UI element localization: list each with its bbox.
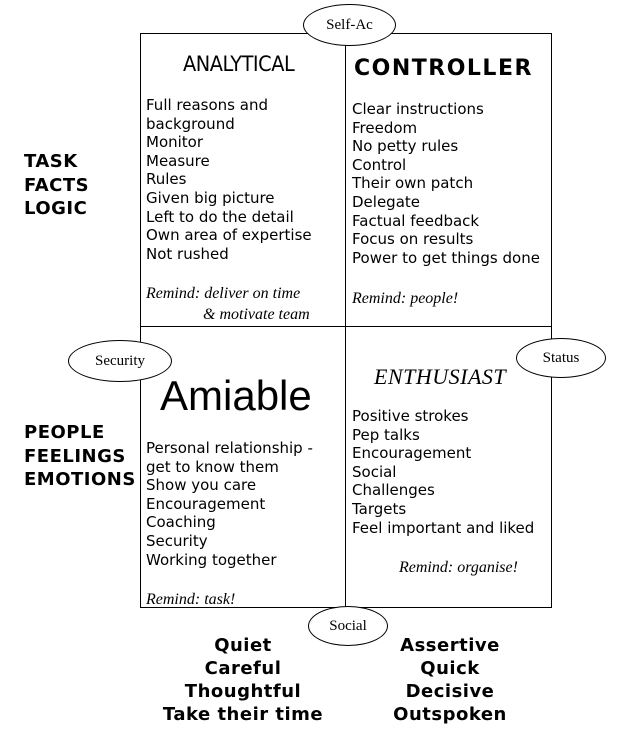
enthusiast-item: Targets bbox=[352, 499, 407, 518]
security-oval: Security bbox=[68, 340, 172, 382]
enthusiast-item: Encouragement bbox=[352, 444, 472, 463]
analytical-item: Own area of expertise bbox=[146, 226, 312, 245]
analytical-item: Monitor bbox=[146, 133, 204, 152]
side-label-line: LOGIC bbox=[24, 198, 88, 219]
side-label-line: PEOPLE bbox=[24, 422, 105, 443]
amiable-remind: Remind: task! bbox=[146, 591, 236, 608]
enthusiast-item: Feel important and liked bbox=[352, 518, 535, 537]
task-facts-logic-label: TASK FACTS LOGIC bbox=[24, 150, 89, 221]
self-actualisation-oval: Self-Ac bbox=[303, 4, 396, 46]
controller-item: Power to get things done bbox=[352, 248, 540, 267]
social-oval: Social bbox=[308, 606, 388, 646]
trait-line: Decisive bbox=[405, 681, 495, 702]
side-label-line: FACTS bbox=[24, 174, 90, 196]
controller-item: Focus on results bbox=[352, 230, 474, 249]
people-feelings-emotions-label: PEOPLE FEELINGS EMOTIONS bbox=[24, 421, 136, 492]
trait-line: Thoughtful bbox=[184, 681, 302, 702]
controller-item: Factual feedback bbox=[352, 211, 480, 230]
analytical-item: Measure bbox=[146, 151, 210, 170]
enthusiast-item: Social bbox=[352, 462, 397, 481]
controller-item: Clear instructions bbox=[352, 100, 484, 118]
status-oval: Status bbox=[516, 338, 606, 378]
amiable-item: Coaching bbox=[146, 513, 216, 532]
side-label-line: FEELINGS bbox=[24, 445, 126, 467]
controller-item: Their own patch bbox=[352, 174, 474, 193]
controller-list: Clear instructions Freedom No petty rule… bbox=[352, 100, 540, 267]
vertical-divider bbox=[345, 33, 346, 608]
amiable-item: Personal relationship - bbox=[146, 439, 313, 457]
horizontal-divider bbox=[140, 326, 552, 327]
amiable-title: Amiable bbox=[160, 372, 312, 419]
trait-line: Outspoken bbox=[393, 704, 507, 725]
analytical-item: Full reasons and bbox=[146, 96, 268, 114]
trait-line: Quick bbox=[420, 658, 480, 679]
bottom-left-traits: Quiet Careful Thoughtful Take their time bbox=[153, 634, 333, 726]
analytical-title: ANALYTICAL bbox=[183, 52, 295, 76]
amiable-item: Encouragement bbox=[146, 494, 266, 513]
controller-item: Freedom bbox=[352, 118, 418, 137]
trait-line: Careful bbox=[204, 658, 282, 679]
trait-line: Take their time bbox=[162, 704, 324, 725]
controller-item: No petty rules bbox=[352, 137, 459, 156]
controller-remind: Remind: people! bbox=[352, 290, 459, 307]
amiable-item: get to know them bbox=[146, 457, 279, 476]
side-label-line: EMOTIONS bbox=[24, 469, 136, 490]
analytical-item: background bbox=[146, 114, 235, 133]
trait-line: Quiet bbox=[214, 635, 272, 656]
enthusiast-item: Challenges bbox=[352, 481, 435, 500]
analytical-item: Left to do the detail bbox=[146, 207, 294, 226]
analytical-item: Not rushed bbox=[146, 244, 229, 263]
analytical-list: Full reasons and background Monitor Meas… bbox=[146, 96, 312, 263]
controller-title: CONTROLLER bbox=[354, 56, 533, 81]
enthusiast-item: Pep talks bbox=[352, 425, 420, 444]
enthusiast-item: Positive strokes bbox=[352, 407, 469, 425]
bottom-right-traits: Assertive Quick Decisive Outspoken bbox=[370, 634, 530, 726]
analytical-item: Given big picture bbox=[146, 188, 275, 207]
amiable-item: Working together bbox=[146, 550, 277, 569]
amiable-list: Personal relationship - get to know them… bbox=[146, 439, 313, 569]
trait-line: Assertive bbox=[400, 635, 500, 656]
analytical-item: Rules bbox=[146, 170, 187, 189]
amiable-item: Show you care bbox=[146, 476, 257, 495]
enthusiast-list: Positive strokes Pep talks Encouragement… bbox=[352, 407, 534, 537]
analytical-remind-line2: & motivate team bbox=[203, 306, 310, 323]
enthusiast-title: ENTHUSIAST bbox=[374, 364, 507, 389]
controller-item: Control bbox=[352, 155, 407, 174]
side-label-line: TASK bbox=[24, 151, 78, 172]
controller-item: Delegate bbox=[352, 192, 420, 211]
enthusiast-remind: Remind: organise! bbox=[399, 559, 518, 576]
amiable-item: Security bbox=[146, 531, 208, 550]
analytical-remind-line1: Remind: deliver on time bbox=[146, 285, 301, 302]
